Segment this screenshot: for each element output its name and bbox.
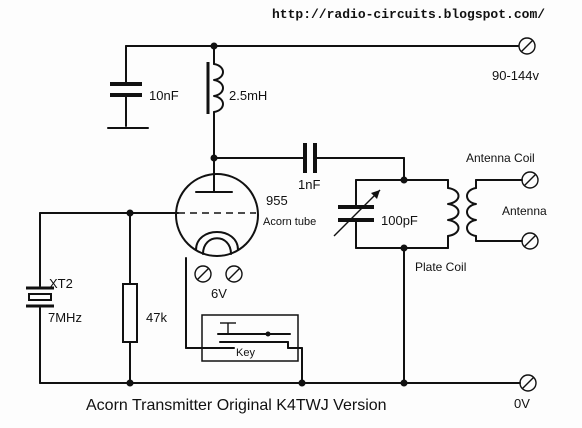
capacitor-1nf — [303, 143, 405, 181]
junction-ground-resistor — [126, 379, 134, 387]
crystal-frequency-label: 7MHz — [48, 310, 82, 325]
key-contact-dot — [265, 331, 271, 337]
ground-label: 0V — [514, 396, 530, 411]
supply-rail — [125, 45, 519, 83]
capacitor-10nf — [107, 82, 149, 129]
ground-terminal — [519, 374, 537, 392]
rf-choke — [206, 45, 224, 171]
diagram-caption: Acorn Transmitter Original K4TWJ Version — [86, 397, 387, 414]
antenna-terminal-bottom — [521, 232, 539, 250]
source-url: http://radio-circuits.blogspot.com/ — [272, 7, 545, 22]
plate-coil — [447, 179, 460, 249]
resistor-label: 47k — [146, 310, 167, 325]
acorn-tube-955 — [175, 169, 259, 257]
antenna-coil — [466, 179, 523, 242]
antenna-terminal-top — [521, 171, 539, 189]
heater-terminals — [194, 265, 243, 283]
rf-choke-label: 2.5mH — [229, 88, 267, 103]
antenna-coil-label: Antenna Coil — [466, 151, 535, 165]
resistor-47k — [122, 212, 138, 384]
capacitor-10nf-label: 10nF — [149, 88, 179, 103]
crystal-name-label: XT2 — [49, 276, 73, 291]
crystal-xt2 — [26, 212, 54, 384]
tube-name-label: Acorn tube — [263, 216, 316, 228]
cathode-wire — [185, 257, 235, 349]
antenna-label: Antenna — [502, 204, 547, 218]
variable-capacitor-label: 100pF — [381, 213, 418, 228]
heater-voltage-label: 6V — [211, 286, 227, 301]
key-ground-wire — [287, 347, 303, 384]
morse-key — [201, 314, 299, 362]
variable-capacitor-100pf — [333, 189, 381, 237]
tube-number-label: 955 — [266, 193, 288, 208]
key-label: Key — [236, 347, 255, 359]
supply-terminal — [518, 37, 536, 55]
plate-coil-label: Plate Coil — [415, 260, 466, 274]
junction-tank-top — [400, 176, 408, 184]
supply-voltage-label: 90-144v — [492, 68, 539, 83]
capacitor-1nf-label: 1nF — [298, 177, 320, 192]
